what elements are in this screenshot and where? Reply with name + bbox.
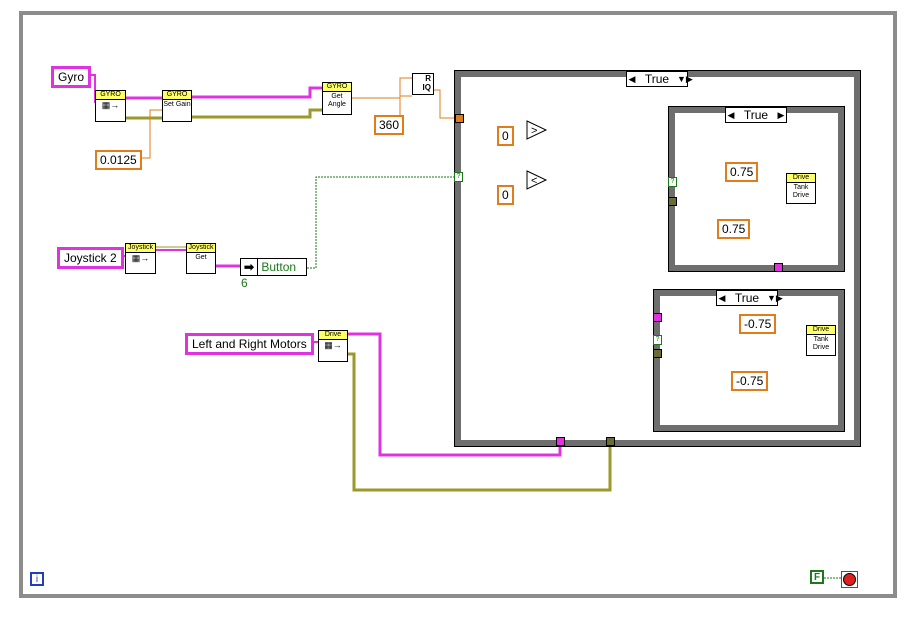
wire-button6 [307,176,454,269]
arrow-right-icon: ➡ [241,259,258,275]
gyro-gain-body: Set Gain [163,101,191,108]
while-loop-frame [19,11,897,598]
refnum-icon: ▦→ [101,100,120,110]
inner-bottom-selector-terminal: ? [653,335,662,345]
gyro-gain-header: GYRO [163,91,191,100]
loop-iteration-terminal: i [30,572,44,586]
gyro-open-header: GYRO [96,91,125,100]
quotient-bottom: IQ [422,83,431,92]
tank1-header: Drive [787,174,815,183]
inner-bottom-case-value: True [734,291,760,305]
gyro-get-angle-node[interactable]: GYRO Get Angle [322,82,352,115]
inner-bottom-err-tunnel [653,349,662,358]
drive-open-node[interactable]: Drive ▦→ [318,330,348,362]
button6-indicator[interactable]: ➡ Button 6 [240,258,307,290]
inner-bottom-case-structure [653,289,845,432]
outer-ref-tunnel [556,437,565,446]
outer-selector-terminal: ? [454,172,463,182]
joystick-label[interactable]: Joystick 2 [57,247,124,269]
const-360[interactable]: 360 [374,115,405,135]
const-zero-b[interactable]: 0 [497,185,514,205]
gyro-label[interactable]: Gyro [51,66,92,88]
tank2-header: Drive [807,326,835,335]
joystick-get-header: Joystick [187,244,215,253]
wire-angle [352,77,412,99]
inner-top-selector-terminal: ? [668,177,677,187]
tank-drive-node-2[interactable]: Drive Tank Drive [806,325,836,356]
wire-remainder [434,89,455,119]
drive-open-header: Drive [319,331,347,340]
inner-bottom-case-selector[interactable]: ◀ True ▼▶ [716,290,783,306]
outer-numeric-tunnel [455,114,464,123]
wire-gyro-err-2 [192,108,322,119]
const-pos1[interactable]: 0.75 [725,162,759,182]
case-next-icon[interactable]: ▶ [777,110,785,120]
stop-false-constant[interactable]: F [810,570,824,584]
joystick-open-header: Joystick [126,244,155,253]
tank1-body: Tank Drive [792,184,810,199]
inner-top-ref-tunnel [774,263,783,272]
gt-symbol: > [531,125,537,137]
greater-than-node[interactable]: > [526,120,548,140]
refnum-icon: ▦→ [324,340,342,350]
wire-gyro-ref-2 [192,86,322,99]
outer-case-selector[interactable]: ◀ True ▼▶ [626,71,693,87]
case-next-icon[interactable]: ▼▶ [677,74,693,84]
wire-gain [134,109,162,159]
gyro-open-node[interactable]: GYRO ▦→ [95,90,126,122]
case-prev-icon[interactable]: ◀ [628,74,636,84]
gyro-set-gain-node[interactable]: GYRO Set Gain [162,90,192,122]
const-pos2[interactable]: 0.75 [717,219,751,239]
inner-top-case-selector[interactable]: ◀ True ▶ [725,107,787,123]
joystick-get-body: Get [195,254,207,261]
gain-constant[interactable]: 0.0125 [95,150,142,170]
outer-err-tunnel [606,437,615,446]
inner-bottom-ref-tunnel [653,313,662,322]
button6-label: Button 6 [241,260,297,290]
inner-top-err-tunnel [668,197,677,206]
joystick-open-node[interactable]: Joystick ▦→ [125,243,156,274]
const-neg1[interactable]: -0.75 [739,314,777,334]
quotient-remainder-node[interactable]: R IQ [412,73,434,95]
refnum-icon: ▦→ [131,253,150,263]
stop-condition-terminal[interactable] [841,571,858,588]
tank-drive-node-1[interactable]: Drive Tank Drive [786,173,816,204]
const-zero-a[interactable]: 0 [497,126,514,146]
outer-case-value: True [644,72,670,86]
motors-label[interactable]: Left and Right Motors [185,333,314,355]
joystick-get-node[interactable]: Joystick Get [186,243,216,274]
case-prev-icon[interactable]: ◀ [718,293,726,303]
less-than-node[interactable]: < [526,170,548,190]
stop-icon [843,573,856,586]
quotient-top: R [425,74,431,83]
inner-top-case-structure [668,106,845,272]
case-next-icon[interactable]: ▼▶ [767,293,783,303]
inner-top-case-value: True [743,108,769,122]
gyro-angle-header: GYRO [323,83,351,92]
const-neg2[interactable]: -0.75 [731,371,769,391]
case-prev-icon[interactable]: ◀ [727,110,735,120]
wire-360 [399,95,412,123]
gyro-angle-body: Get Angle [328,93,346,108]
lt-symbol: < [531,175,537,187]
wire-stop [824,577,842,579]
tank2-body: Tank Drive [812,336,830,351]
